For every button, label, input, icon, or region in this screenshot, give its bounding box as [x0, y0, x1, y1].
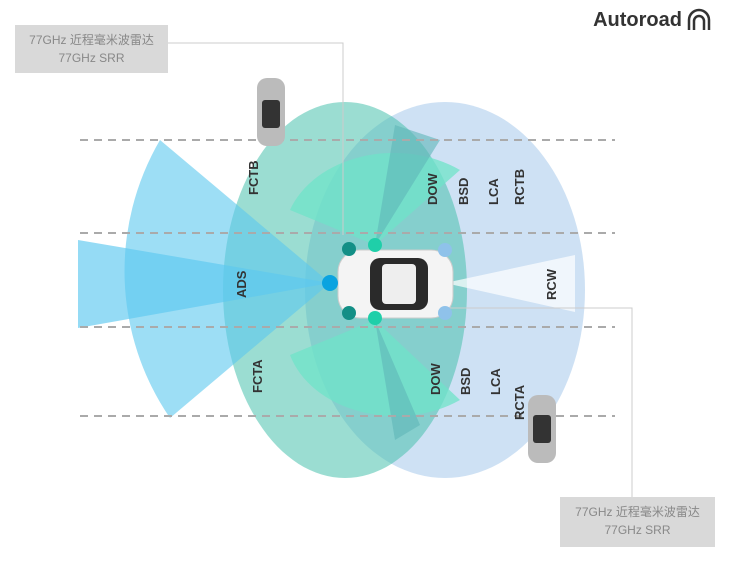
- callout-bottom-line2: 77GHz SRR: [604, 523, 671, 537]
- sensor-side-right: [368, 311, 382, 325]
- callout-line-top: [168, 42, 344, 235]
- label-ads: ADS: [234, 270, 249, 298]
- callout-top-line1: 77GHz 近程毫米波雷达: [29, 33, 154, 47]
- sensor-front-left: [342, 242, 356, 256]
- label-dow-top: DOW: [425, 173, 440, 206]
- label-rcta: RCTA: [512, 384, 527, 420]
- lane-lines: [80, 139, 615, 417]
- rear-bottom-wedge: [375, 320, 420, 440]
- label-fctb: FCTB: [246, 160, 261, 195]
- label-dow-bottom: DOW: [428, 363, 443, 396]
- label-rcw: RCW: [544, 268, 559, 300]
- sensor-rear-right: [438, 306, 452, 320]
- car-top: [257, 78, 285, 146]
- callout-srr-top: 77GHz 近程毫米波雷达 77GHz SRR: [15, 25, 168, 73]
- callout-srr-bottom: 77GHz 近程毫米波雷达 77GHz SRR: [560, 497, 715, 547]
- dow-bottom-sector: [290, 320, 460, 417]
- callout-line-bottom: [450, 307, 633, 497]
- ego-car: [337, 249, 454, 319]
- label-bsd-bottom: BSD: [458, 368, 473, 395]
- brand-name: Autoroad: [593, 8, 682, 31]
- label-fcta: FCTA: [250, 359, 265, 393]
- callout-top-line2: 77GHz SRR: [58, 51, 125, 65]
- sensor-rear-left: [438, 243, 452, 257]
- sensor-front-center: [322, 275, 338, 291]
- label-lca-bottom: LCA: [488, 368, 503, 395]
- sensor-front-right: [342, 306, 356, 320]
- label-rctb: RCTB: [512, 169, 527, 205]
- sensor-side-left: [368, 238, 382, 252]
- label-lca-top: LCA: [486, 178, 501, 205]
- long-range-cone: [78, 240, 330, 328]
- callout-bottom-line1: 77GHz 近程毫米波雷达: [575, 505, 700, 519]
- brand-signal-icon: [687, 8, 711, 30]
- brand-logo: Autoroad: [593, 8, 712, 32]
- car-bottom: [528, 395, 556, 463]
- label-bsd-top: BSD: [456, 178, 471, 205]
- rear-top-wedge: [375, 125, 440, 245]
- rcw-cone: [445, 255, 575, 312]
